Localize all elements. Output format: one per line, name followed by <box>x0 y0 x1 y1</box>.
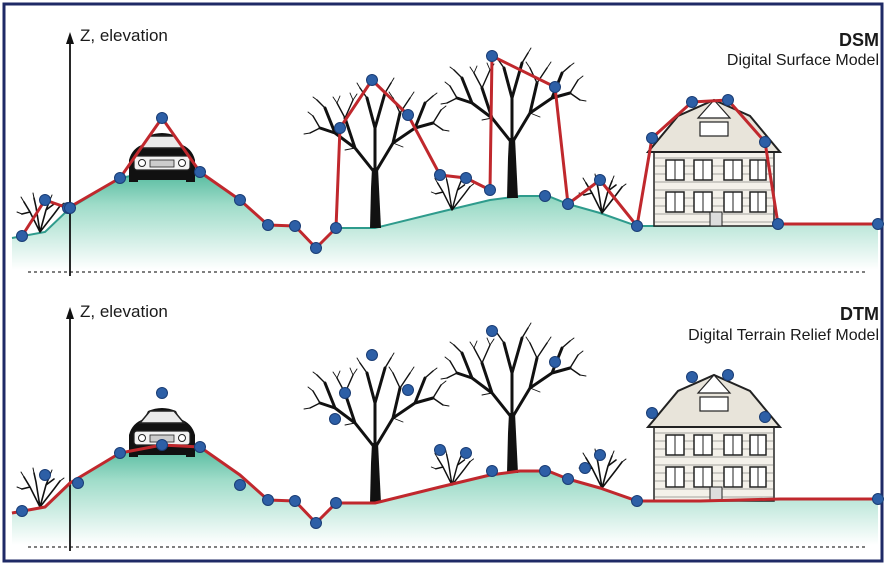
sample-point <box>16 505 28 517</box>
sample-point <box>759 136 771 148</box>
panel-subtitle: Digital Surface Model <box>726 52 879 69</box>
z-elevation-axis-label: Z, elevation <box>80 302 168 321</box>
sample-point <box>310 517 322 529</box>
sample-point <box>194 166 206 178</box>
sample-point <box>759 411 771 423</box>
sample-point <box>460 447 472 459</box>
z-axis-arrow <box>66 32 74 44</box>
sample-point <box>16 230 28 242</box>
car-icon <box>128 132 196 183</box>
sample-point <box>594 449 606 461</box>
sample-point <box>402 109 414 121</box>
sample-point <box>334 122 346 134</box>
dtm-panel <box>11 307 884 551</box>
sample-point <box>646 407 658 419</box>
panel-title: DSM <box>839 30 879 50</box>
sample-point <box>539 190 551 202</box>
sample-point <box>289 220 301 232</box>
house-icon <box>647 374 781 502</box>
sample-point <box>114 447 126 459</box>
sample-point <box>234 479 246 491</box>
sample-point <box>562 473 574 485</box>
sample-point <box>872 493 884 505</box>
sample-point <box>486 465 498 477</box>
panel-title: DTM <box>840 304 879 324</box>
sample-point <box>330 497 342 509</box>
sample-point <box>39 469 51 481</box>
sample-point <box>289 495 301 507</box>
sample-point <box>39 194 51 206</box>
sample-point <box>486 50 498 62</box>
sample-point <box>594 174 606 186</box>
sample-point <box>686 371 698 383</box>
sample-point <box>434 444 446 456</box>
sample-point <box>549 356 561 368</box>
sample-point <box>72 477 84 489</box>
sample-point <box>156 387 168 399</box>
sample-point <box>484 184 496 196</box>
elevation-profile <box>11 443 878 525</box>
sample-point <box>156 439 168 451</box>
z-axis-arrow <box>66 307 74 319</box>
sample-point <box>329 413 341 425</box>
sample-point <box>579 462 591 474</box>
sample-point <box>402 384 414 396</box>
sample-point <box>562 198 574 210</box>
terrain-surface <box>12 170 878 270</box>
sample-point <box>262 494 274 506</box>
terrain-surface <box>12 445 878 545</box>
sample-point <box>772 218 784 230</box>
sample-point <box>310 242 322 254</box>
sample-point <box>156 112 168 124</box>
sample-point <box>872 218 884 230</box>
tree-icon <box>302 351 451 505</box>
sample-point <box>262 219 274 231</box>
house-icon <box>647 99 781 227</box>
sample-point <box>631 495 643 507</box>
sample-point <box>722 369 734 381</box>
sample-point <box>339 387 351 399</box>
sample-point <box>114 172 126 184</box>
dsm-panel <box>11 32 884 276</box>
sample-point <box>330 222 342 234</box>
sample-point <box>366 74 378 86</box>
panel-subtitle: Digital Terrain Relief Model <box>688 327 879 344</box>
sample-point <box>366 349 378 361</box>
z-elevation-axis-label: Z, elevation <box>80 26 168 45</box>
sample-point <box>549 81 561 93</box>
sample-point <box>631 220 643 232</box>
sample-point <box>64 202 76 214</box>
sample-point <box>234 194 246 206</box>
sample-point <box>686 96 698 108</box>
sample-point <box>194 441 206 453</box>
sample-point <box>539 465 551 477</box>
sample-point <box>646 132 658 144</box>
sample-point <box>460 172 472 184</box>
elevation-profile <box>20 54 878 250</box>
sample-point <box>722 94 734 106</box>
sample-point <box>486 325 498 337</box>
sample-point <box>434 169 446 181</box>
